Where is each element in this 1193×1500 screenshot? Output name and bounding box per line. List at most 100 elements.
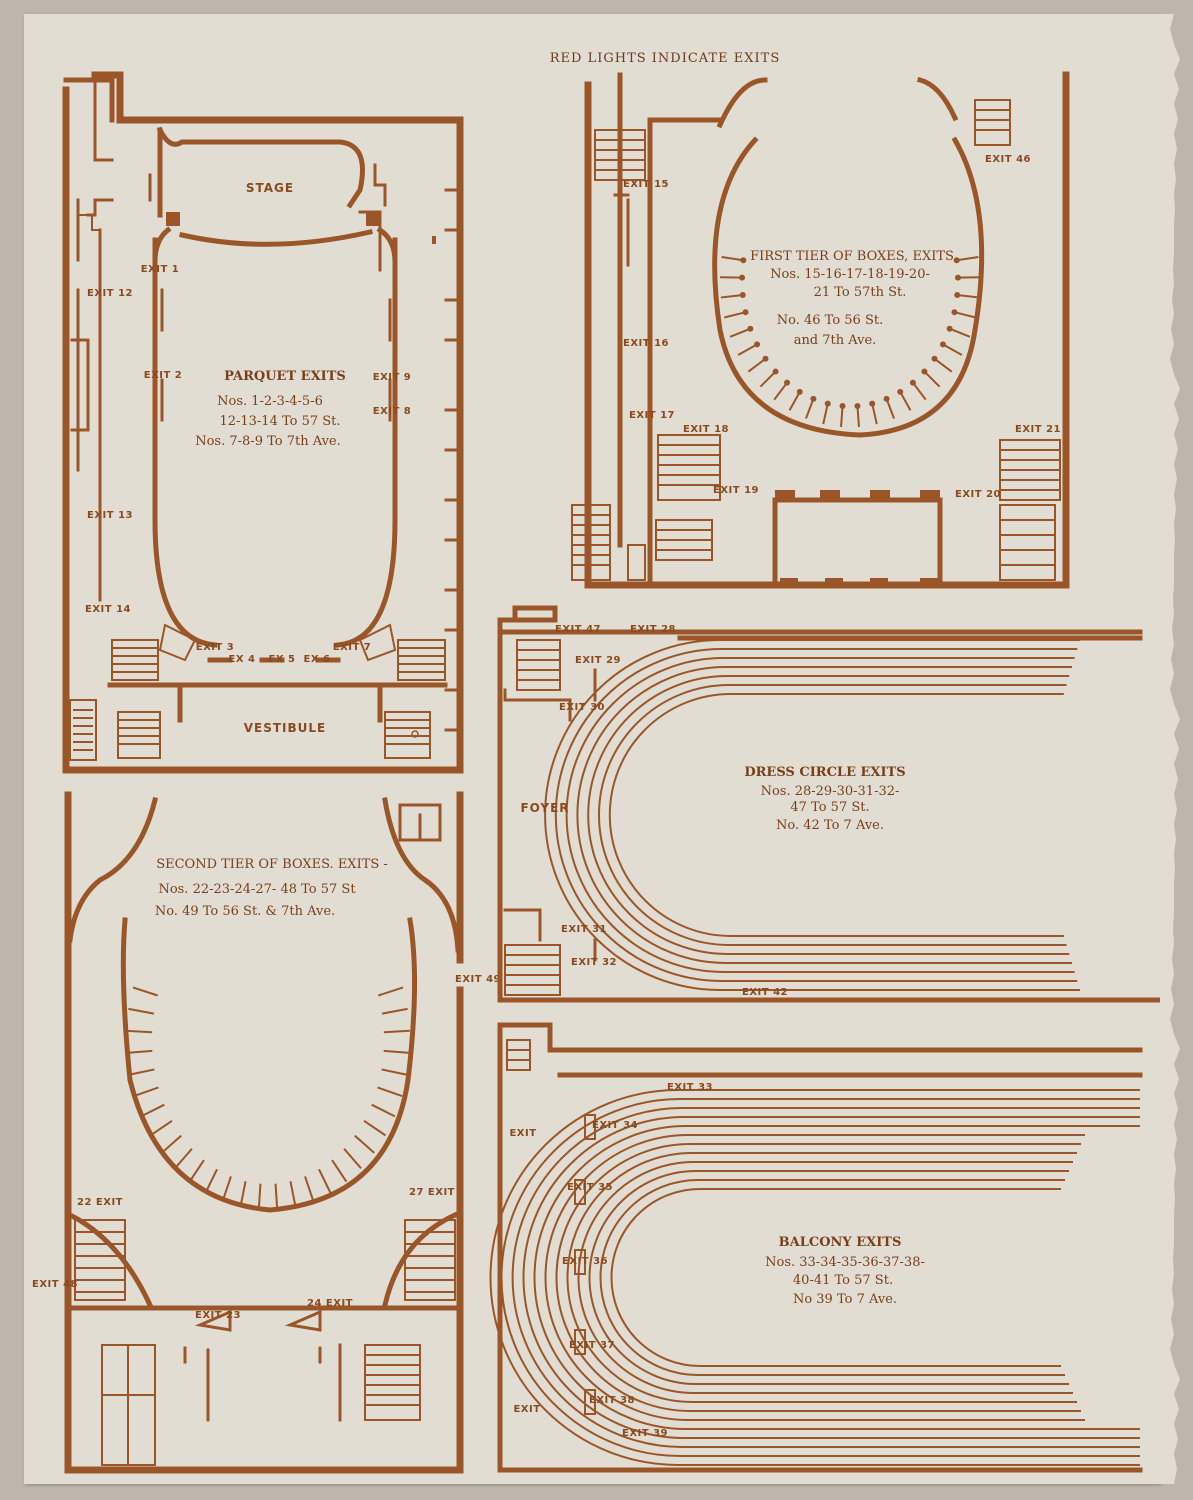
exit-31: EXIT 31 [561,924,607,935]
foyer-label: FOYER [520,801,569,815]
box-partition [126,1029,153,1034]
floor-plans: RED LIGHTS INDICATE EXITS STAGE [32,51,1160,1474]
exit-28: EXIT 28 [630,624,676,635]
exit-42: EXIT 42 [742,987,788,998]
box-partition [318,1168,332,1194]
box-seat [953,257,960,264]
balcony-row [599,1179,1065,1376]
exit-24: 24 EXIT [307,1298,353,1309]
exit-8: EXIT 8 [373,406,412,417]
box-seat [951,309,958,316]
box-seat [772,368,779,375]
parquet-note-line2: 12-13-14 To 57 St. [219,414,340,429]
balcony-note-line2: 40-41 To 57 St. [793,1273,893,1288]
box-partition [899,391,912,411]
exit-3: EXIT 3 [196,642,235,653]
box-partition [957,294,980,299]
balcony-row [610,1188,1061,1367]
box-partition [840,405,844,427]
second-tier-box-wall [120,917,418,1213]
parquet-plan: STAGE VESTIBULE PARQUET EXITS [62,71,464,774]
balcony-row [577,1161,1073,1394]
box-seat [742,309,749,316]
balcony-row [500,1098,1140,1457]
stage-wall [156,126,365,209]
exit-17: EXIT 17 [629,410,675,421]
second-tier-boxes [126,986,410,1210]
first-tier-plan: FIRST TIER OF BOXES, EXITS Nos. 15-16-17… [571,71,1070,589]
parquet-note-line1: Nos. 1-2-3-4-5-6 [217,394,323,409]
exit-19: EXIT 19 [713,485,759,496]
box-partition [724,311,746,319]
box-seat [883,395,890,402]
exit-13: EXIT 13 [87,510,133,521]
parquet-seating-wall [152,237,398,648]
exit-32: EXIT 32 [571,957,617,968]
balcony-row [489,1089,1140,1466]
box-partition [954,311,976,319]
box-seat [954,292,961,299]
box-partition [343,1148,362,1170]
exit-29: EXIT 29 [575,655,621,666]
balcony-rows [489,1089,1140,1466]
box-partition [773,382,788,401]
box-partition [132,986,158,997]
box-partition [221,1176,232,1202]
box-partition [149,1119,173,1137]
box-seat [740,257,747,264]
parquet-heading: PARQUET EXITS [224,369,346,384]
exit-21: EXIT 21 [1015,424,1061,435]
torn-right-edge [1160,14,1193,1484]
exit-37: EXIT 37 [569,1340,615,1351]
box-partition [378,986,404,997]
balcony-door [584,1114,596,1140]
first-tier-note-line4: and 7th Ave. [794,333,877,348]
exit-36: EXIT 36 [562,1256,608,1267]
box-seat [747,325,754,332]
box-partition [885,398,895,419]
box-partition [923,370,941,388]
balcony-row [533,1125,1140,1430]
exit-7: EXIT 7 [333,642,372,653]
balcony-door [574,1249,586,1275]
dress-circle-row [608,693,1064,937]
box-partition [729,327,751,338]
stage-label: STAGE [246,181,294,195]
dress-circle-row [587,675,1070,955]
dress-circle-note-line2: 47 To 57 St. [790,800,869,815]
box-seat [946,325,953,332]
balcony-heading: BALCONY EXITS [779,1235,902,1250]
box-partition [721,255,744,262]
box-seat [739,274,746,281]
dress-circle-note-line3: No. 42 To 7 Ave. [776,818,884,833]
exit-48: EXIT 48 [32,1279,78,1290]
first-tier-box-wall [712,136,985,438]
box-partition [871,403,878,425]
balcony-row [588,1170,1069,1385]
balcony-note-line1: Nos. 33-34-35-36-37-38- [765,1255,925,1270]
box-partition [383,1029,410,1034]
exit-39: EXIT 39 [622,1428,668,1439]
exit-23: EXIT 23 [195,1310,241,1321]
exit-47: EXIT 47 [555,624,601,635]
balcony-door [574,1329,586,1355]
balcony-row [555,1143,1081,1412]
dress-circle-row [565,657,1075,973]
exit-2: EXIT 2 [144,370,183,381]
box-seat [810,395,817,402]
first-tier-note-line2: 21 To 57th St. [814,285,907,300]
box-partition [289,1181,297,1207]
box-partition [371,1103,396,1118]
exit-9: EXIT 9 [373,372,412,383]
first-tier-boxes [720,255,980,427]
dress-circle-row [554,648,1078,982]
exit-4: EX 4 [229,654,256,665]
vestibule-label: VESTIBULE [244,721,327,735]
box-partition [354,1134,375,1154]
second-tier-note-line1: Nos. 22-23-24-27- 48 To 57 St [158,882,356,897]
box-seat [839,403,846,410]
balcony-plan: BALCONY EXITS Nos. 33-34-35-36-37-38- 40… [489,1022,1143,1473]
box-partition [805,398,815,419]
parquet-note-line3: Nos. 7-8-9 To 7th Ave. [195,434,341,449]
dress-circle-heading: DRESS CIRCLE EXITS [744,765,905,780]
